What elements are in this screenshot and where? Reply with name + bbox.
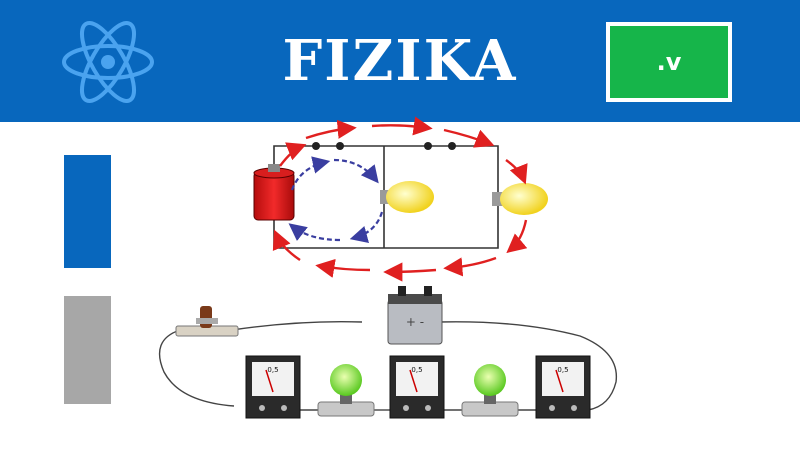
bulb-icon	[380, 181, 434, 213]
ammeter-icon: 0,5	[389, 355, 445, 419]
ammeter-scale-label: 0,5	[267, 366, 278, 374]
ammeter-scale-label: 0,5	[411, 366, 422, 374]
series-circuit-with-ammeters: + - 0,5 0,5 0,5	[158, 286, 618, 419]
side-bar-blue	[64, 155, 111, 268]
header-banner: FIZIKA .v	[0, 0, 800, 122]
ammeter-scale-label: 0,5	[557, 366, 568, 374]
bulb-icon	[461, 364, 519, 417]
battery-icon	[253, 164, 295, 221]
atom-icon	[62, 21, 154, 103]
svg-text:+ -: + -	[406, 315, 424, 329]
bulb-icon	[317, 364, 375, 417]
ammeter-icon: 0,5	[535, 355, 591, 419]
version-badge[interactable]: .v	[606, 22, 732, 102]
parallel-circuit-diagram	[253, 116, 548, 282]
version-badge-label: .v	[656, 48, 682, 76]
ammeter-icon: 0,5	[245, 355, 301, 419]
bulb-icon	[492, 183, 548, 215]
page-title: FIZIKA	[282, 28, 518, 94]
battery-box-icon: + -	[387, 286, 443, 345]
knife-switch-icon	[175, 306, 239, 337]
side-bar-gray	[64, 296, 111, 404]
